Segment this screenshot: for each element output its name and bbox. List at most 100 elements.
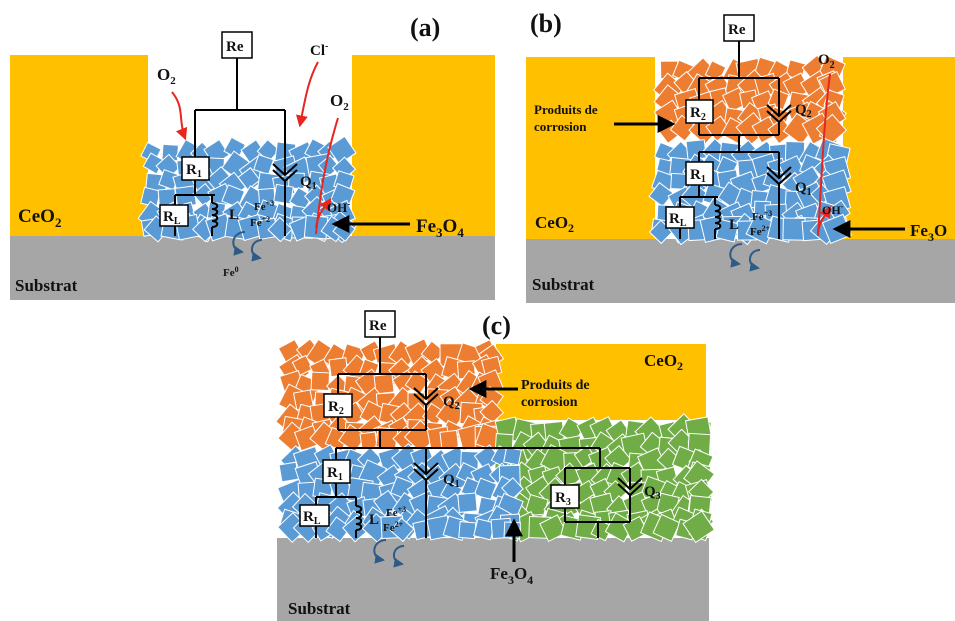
green-grain <box>573 445 597 469</box>
o2-label: O2 <box>818 52 835 71</box>
orange-grain <box>439 429 460 450</box>
blue-grain <box>648 181 674 208</box>
r1-box <box>181 156 210 181</box>
r2-box <box>323 393 353 418</box>
ceo2-right-block <box>352 55 495 238</box>
orange-grain <box>420 340 446 366</box>
fe2-label: Fe2+ <box>750 224 771 238</box>
substrate-label: Substrat <box>532 275 595 294</box>
r1-label: R1 <box>327 465 343 483</box>
re-label: Re <box>369 318 387 334</box>
blue-grain <box>288 172 305 190</box>
fe2-label: Fe+2 <box>250 215 270 229</box>
inductor-coil <box>211 202 219 228</box>
oh-label: OH- <box>822 202 844 217</box>
redox-swirl-arrow <box>251 239 263 262</box>
chloride-label: Cl- <box>310 41 328 59</box>
r3-label: R3 <box>555 490 571 508</box>
blue-grain <box>503 521 521 539</box>
ceo2-label: CeO2 <box>644 351 683 373</box>
fe2-label: Fe2+ <box>383 520 404 534</box>
rl-label: RL <box>303 509 321 527</box>
r1-box <box>685 161 714 186</box>
orange-grain <box>359 431 378 450</box>
reference-electrode-box <box>723 14 755 42</box>
chloride-arrow <box>295 61 319 128</box>
rl-label: RL <box>163 209 181 227</box>
orange-grain <box>403 419 438 454</box>
blue-grain <box>457 492 478 513</box>
blue-grain <box>458 521 477 540</box>
circuit-wires <box>315 337 643 538</box>
panel-a-tag: (a) <box>410 13 440 42</box>
fe3o4-label: Fe3O4 <box>416 216 464 240</box>
green-grain <box>539 514 567 543</box>
q2-label: Q2 <box>443 394 460 412</box>
inductor-coil <box>714 204 722 230</box>
blue-grain <box>501 477 524 500</box>
fe3-label: Fe+3 <box>254 199 274 213</box>
rl-box <box>299 504 330 527</box>
fe3-label: Fe+3 <box>386 505 406 519</box>
blue-grain <box>325 516 352 543</box>
redox-swirl-arrow <box>393 545 405 568</box>
redox-swirl-arrow <box>232 231 246 256</box>
oh-arrow <box>817 206 832 233</box>
ceo2-right-block <box>843 57 955 241</box>
rl-box <box>159 204 189 227</box>
fe0-label: Fe0 <box>223 265 239 279</box>
panel-c-tag: (c) <box>482 311 511 340</box>
r2-box <box>685 99 714 124</box>
inductor-label: L <box>729 217 739 233</box>
redox-swirl-arrow <box>373 539 387 564</box>
r1-label: R1 <box>690 167 706 185</box>
orange-grain <box>310 371 331 392</box>
panel-b-tag: (b) <box>530 9 562 38</box>
orange-grain <box>404 370 430 396</box>
o2-right-label: O2 <box>330 91 349 113</box>
inductor-label: L <box>229 207 239 223</box>
inductor-coil <box>355 505 363 531</box>
green-grain <box>682 510 716 544</box>
inductor-label: L <box>369 512 379 528</box>
o2-left-label: O2 <box>157 65 176 87</box>
circuit-wires <box>679 41 792 239</box>
blue-grain <box>503 446 522 466</box>
blue-grain <box>327 135 357 165</box>
reference-electrode-box <box>221 31 253 59</box>
q2-label: Q2 <box>795 102 812 120</box>
blue-grain <box>389 517 415 543</box>
ceo2-label: CeO2 <box>535 213 574 235</box>
r1-box <box>322 459 351 484</box>
fe3o-label: Fe3O <box>910 221 947 244</box>
r2-label: R2 <box>690 105 706 123</box>
blue-grain <box>342 514 370 543</box>
q3-label: Q3 <box>644 484 661 502</box>
o2-left-arrow <box>171 91 188 141</box>
r1-label: R1 <box>186 162 202 180</box>
redox-swirl-arrow <box>749 249 761 272</box>
fe3-label: Fe+3 <box>752 209 772 223</box>
r2-label: R2 <box>328 399 344 417</box>
ceo2-label: CeO2 <box>18 206 61 230</box>
oh-arrow <box>315 198 332 229</box>
blue-grain <box>253 154 275 176</box>
substrate <box>277 538 709 621</box>
redox-swirl-arrow <box>729 243 743 268</box>
o2-arrow <box>817 73 831 237</box>
rl-label: RL <box>669 211 687 229</box>
substrate-label: Substrat <box>288 599 351 618</box>
circuit-wires <box>174 58 298 236</box>
re-label: Re <box>226 39 244 55</box>
rl-box <box>665 206 695 229</box>
blue-grain <box>221 184 246 209</box>
q1-label: Q1 <box>795 180 812 198</box>
blue-grain <box>237 167 261 191</box>
ceo2-left-block <box>526 57 655 241</box>
green-grain <box>652 513 681 542</box>
